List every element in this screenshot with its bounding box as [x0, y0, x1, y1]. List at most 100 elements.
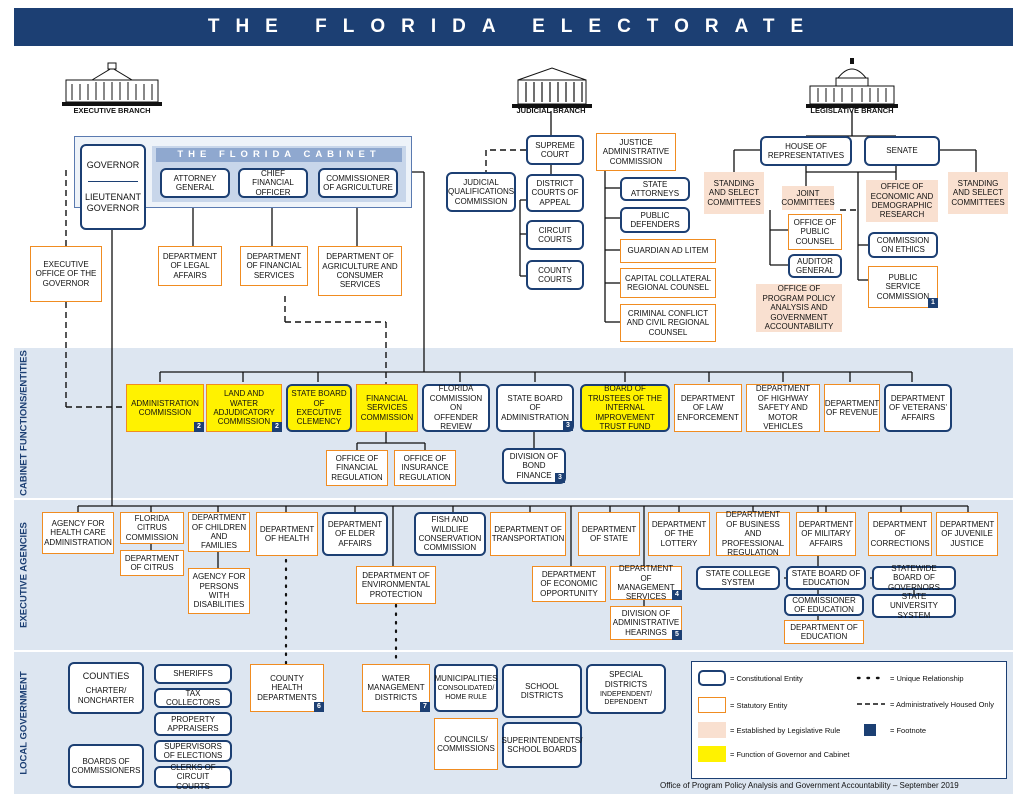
- legend-footnote: = Footnote: [890, 726, 927, 735]
- water-management-label: WATER MANAGEMENT DISTRICTS: [367, 673, 425, 702]
- footnote-badge: 6: [314, 702, 324, 712]
- fwc-box: FISH AND WILDLIFE CONSERVATION COMMISSIO…: [414, 512, 486, 556]
- legend-gov-cabinet: = Function of Governor and Cabinet: [730, 750, 850, 759]
- standing-committees-right: STANDING AND SELECT COMMITTEES: [948, 172, 1008, 214]
- judicial-branch-label: JUDICIAL BRANCH: [516, 106, 586, 115]
- public-counsel-box: OFFICE OF PUBLIC COUNSEL: [788, 214, 842, 250]
- capital-collateral-box: CAPITAL COLLATERAL REGIONAL COUNSEL: [620, 268, 716, 298]
- eog-box: EXECUTIVE OFFICE OF THE GOVERNOR: [30, 246, 102, 302]
- dbpr-box: DEPARTMENT OF BUSINESS AND PROFESSIONAL …: [716, 510, 790, 557]
- legend-swatch-statutory: [698, 697, 726, 713]
- trustees-box: BOARD OF TRUSTEES OF THE INTERNAL IMPROV…: [580, 384, 670, 432]
- doah-label: DIVISION OF ADMINISTRATIVE HEARINGS: [612, 608, 680, 637]
- guardian-ad-litem-box: GUARDIAN AD LITEM: [620, 239, 716, 263]
- lottery-box: DEPARTMENT OF THE LOTTERY: [648, 512, 710, 556]
- legend: [691, 661, 1007, 779]
- admin-commission-box: ADMINISTRATION COMMISSION 2: [126, 384, 204, 432]
- dept-health-box: DEPARTMENT OF HEALTH: [256, 512, 318, 556]
- doah-box: DIVISION OF ADMINISTRATIVE HEARINGS 5: [610, 606, 682, 640]
- bog-box: STATEWIDE BOARD OF GOVERNORS: [872, 564, 956, 592]
- property-appraisers-box: PROPERTY APPRAISERS: [154, 712, 232, 736]
- attorney-general-box: ATTORNEY GENERAL: [160, 168, 230, 198]
- footnote-badge: 5: [672, 630, 682, 640]
- corrections-box: DEPARTMENT OF CORRECTIONS: [868, 512, 932, 556]
- edr-box: OFFICE OF ECONOMIC AND DEMOGRAPHIC RESEA…: [866, 180, 938, 222]
- dept-legal-affairs-box: DEPARTMENT OF LEGAL AFFAIRS: [158, 246, 222, 286]
- governor-box: GOVERNOR LIEUTENANT GOVERNOR: [80, 144, 146, 230]
- governor-divider: [88, 180, 138, 183]
- legend-swatch-legislative-rule: [698, 722, 726, 738]
- county-health-box: COUNTY HEALTH DEPARTMENTS 6: [250, 664, 324, 712]
- auditor-general-box: AUDITOR GENERAL: [788, 254, 842, 278]
- cfo-box: CHIEF FINANCIAL OFFICER: [238, 168, 308, 198]
- water-management-box: WATER MANAGEMENT DISTRICTS 7: [362, 664, 430, 712]
- page-title: THE FLORIDA ELECTORATE: [14, 8, 1013, 46]
- footnote-badge: 4: [672, 590, 682, 600]
- senate-box: SENATE: [864, 136, 940, 166]
- footnote-badge: 2: [194, 422, 204, 432]
- legend-dashed-line: [857, 703, 885, 705]
- elder-affairs-box: DEPARTMENT OF ELDER AFFAIRS: [322, 512, 388, 556]
- cabinet-title: THE FLORIDA CABINET: [156, 148, 402, 162]
- admin-commission-label: ADMINISTRATION COMMISSION: [131, 398, 199, 417]
- veterans-box: DEPARTMENT OF VETERANS' AFFAIRS: [884, 384, 952, 432]
- citrus-commission-box: FLORIDA CITRUS COMMISSION: [120, 512, 184, 544]
- governor-label: GOVERNOR: [86, 160, 140, 171]
- dms-box: DEPARTMENT OF MANAGEMENT SERVICES 4: [610, 564, 682, 602]
- legend-legislative-rule: = Established by Legislative Rule: [730, 726, 841, 735]
- consolidated-label: CONSOLIDATED/ HOME RULE: [437, 685, 495, 701]
- supervisors-elections-box: SUPERVISORS OF ELECTIONS: [154, 740, 232, 762]
- dep-box: DEPARTMENT OF ENVIRONMENTAL PROTECTION: [356, 566, 436, 604]
- oppaga-box: OFFICE OF PROGRAM POLICY ANALYSIS AND GO…: [756, 284, 842, 332]
- tax-collectors-box: TAX COLLECTORS: [154, 688, 232, 708]
- circuit-courts-box: CIRCUIT COURTS: [526, 220, 584, 250]
- councils-commissions-box: COUNCILS/ COMMISSIONS: [434, 718, 498, 770]
- land-water-label: LAND AND WATER ADJUDICATORY COMMISSION: [213, 389, 275, 427]
- governor-mansion-icon: [62, 62, 162, 106]
- footnote-badge: 1: [928, 298, 938, 308]
- dms-label: DEPARTMENT OF MANAGEMENT SERVICES: [617, 564, 675, 602]
- footnote-badge: 2: [272, 422, 282, 432]
- executive-clemency-box: STATE BOARD OF EXECUTIVE CLEMENCY: [286, 384, 352, 432]
- justice-admin-commission-box: JUSTICE ADMINISTRATIVE COMMISSION: [596, 133, 676, 171]
- judicial-qualifications-box: JUDICIAL QUALIFICATIONS COMMISSION: [446, 172, 516, 212]
- sbe-box: STATE BOARD OF EDUCATION: [786, 566, 866, 590]
- legislative-branch-label: LEGISLATIVE BRANCH: [810, 106, 894, 115]
- commissioner-agriculture-box: COMMISSIONER OF AGRICULTURE: [318, 168, 398, 198]
- hsmv-box: DEPARTMENT OF HIGHWAY SAFETY AND MOTOR V…: [746, 384, 820, 432]
- lt-governor-label: LIEUTENANT GOVERNOR: [84, 192, 141, 214]
- footnote-badge: 3: [555, 473, 565, 483]
- legend-footnote-square: [864, 724, 876, 736]
- legend-swatch-gov-cabinet: [698, 746, 726, 762]
- school-districts-box: SCHOOL DISTRICTS: [502, 664, 582, 718]
- house-box: HOUSE OF REPRESENTATIVES: [760, 136, 852, 166]
- charter-label: CHARTER/ NONCHARTER: [77, 686, 135, 705]
- law-enforcement-box: DEPARTMENT OF LAW ENFORCEMENT: [674, 384, 742, 432]
- superintendents-box: SUPERINTENDENTS/ SCHOOL BOARDS: [502, 722, 582, 768]
- municipalities-box: MUNICIPALITIES CONSOLIDATED/ HOME RULE: [434, 664, 498, 712]
- sheriffs-box: SHERIFFS: [154, 664, 232, 684]
- legend-constitutional: = Constitutional Entity: [730, 674, 803, 683]
- psc-label: PUBLIC SERVICE COMMISSION: [876, 272, 930, 301]
- deo-box: DEPARTMENT OF ECONOMIC OPPORTUNITY: [532, 566, 606, 602]
- juvenile-justice-box: DEPARTMENT OF JUVENILE JUSTICE: [936, 512, 998, 556]
- commissioner-education-box: COMMISSIONER OF EDUCATION: [784, 594, 864, 616]
- financial-regulation-box: OFFICE OF FINANCIAL REGULATION: [326, 450, 388, 486]
- capitol-icon: [806, 58, 898, 108]
- legend-statutory: = Statutory Entity: [730, 701, 788, 710]
- state-attorneys-box: STATE ATTORNEYS: [620, 177, 690, 201]
- legend-admin-housed: = Administratively Housed Only: [890, 700, 995, 709]
- sus-box: STATE UNIVERSITY SYSTEM: [872, 592, 956, 620]
- courthouse-icon: [512, 67, 592, 108]
- source-note: Office of Program Policy Analysis and Go…: [660, 781, 959, 790]
- district-courts-box: DISTRICT COURTS OF APPEAL: [526, 174, 584, 212]
- standing-committees-left: STANDING AND SELECT COMMITTEES: [704, 172, 764, 214]
- criminal-conflict-box: CRIMINAL CONFLICT AND CIVIL REGIONAL COU…: [620, 304, 716, 342]
- joint-committees-box: JOINT COMMITTEES: [781, 186, 835, 210]
- sba-label: STATE BOARD OF ADMINISTRATION: [501, 393, 569, 422]
- state-college-box: STATE COLLEGE SYSTEM: [696, 566, 780, 590]
- bond-finance-box: DIVISION OF BOND FINANCE 3: [502, 448, 566, 484]
- dept-agriculture-box: DEPARTMENT OF AGRICULTURE AND CONSUMER S…: [318, 246, 402, 296]
- footnote-badge: 3: [563, 421, 573, 431]
- independent-label: INDEPENDENT/ DEPENDENT: [599, 691, 653, 707]
